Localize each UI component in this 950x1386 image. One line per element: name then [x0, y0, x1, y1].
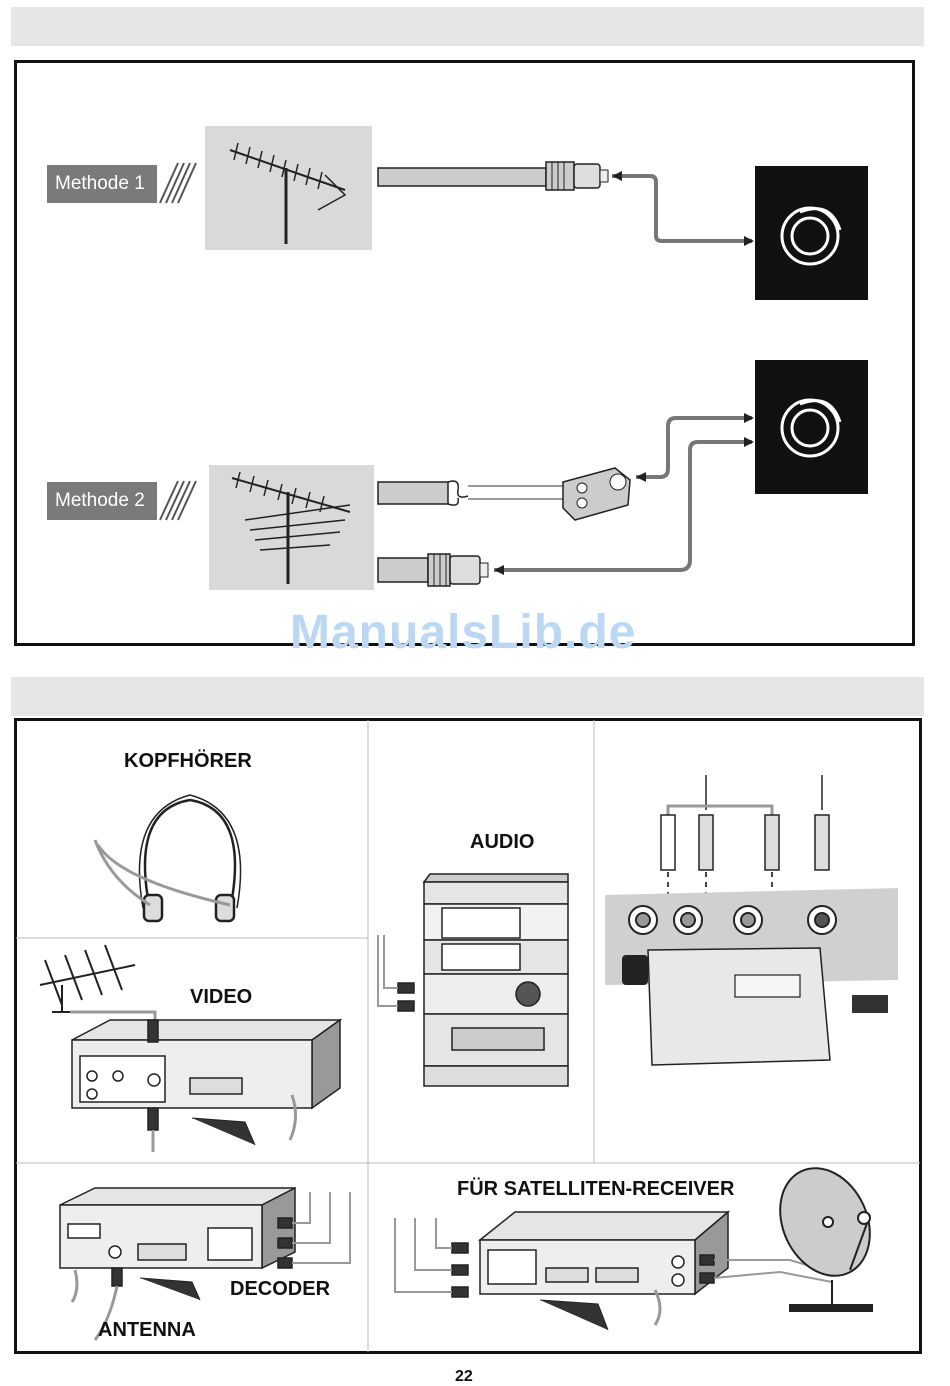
satellite-receiver-icon: [452, 1212, 728, 1297]
method-2-label: Methode 2: [47, 482, 157, 520]
decoder-icon: [60, 1188, 295, 1286]
coax-cable-1: [378, 162, 608, 190]
tv-socket-icon: [755, 166, 868, 300]
tv-socket-icon: [755, 360, 868, 494]
headphones-label: KOPFHÖRER: [124, 750, 252, 773]
antenna-icon: [205, 126, 372, 250]
page-number: 22: [455, 1368, 473, 1386]
coax-cable-2: [378, 554, 488, 586]
flat-cable-2: [378, 481, 565, 505]
camcorder-icon: [605, 888, 898, 1065]
video-label: VIDEO: [190, 986, 252, 1009]
adapter-icon: [563, 468, 630, 520]
watermark: ManualsLib.de: [290, 605, 636, 660]
rca-cables: [668, 775, 822, 815]
satellite-receiver-label: FÜR SATELLITEN-RECEIVER: [457, 1178, 734, 1201]
vcr-icon: [72, 1020, 340, 1130]
decoder-label: DECODER: [230, 1278, 330, 1301]
headphones-icon: [95, 795, 241, 921]
method-1-label: Methode 1: [47, 165, 157, 203]
audio-label: AUDIO: [470, 831, 534, 854]
antenna-icon: [209, 465, 374, 590]
hifi-stack-icon: [398, 874, 568, 1086]
antenna-label: ANTENNA: [98, 1319, 196, 1342]
antenna-icon: [40, 945, 135, 1012]
satellite-dish-icon: [763, 1153, 886, 1311]
